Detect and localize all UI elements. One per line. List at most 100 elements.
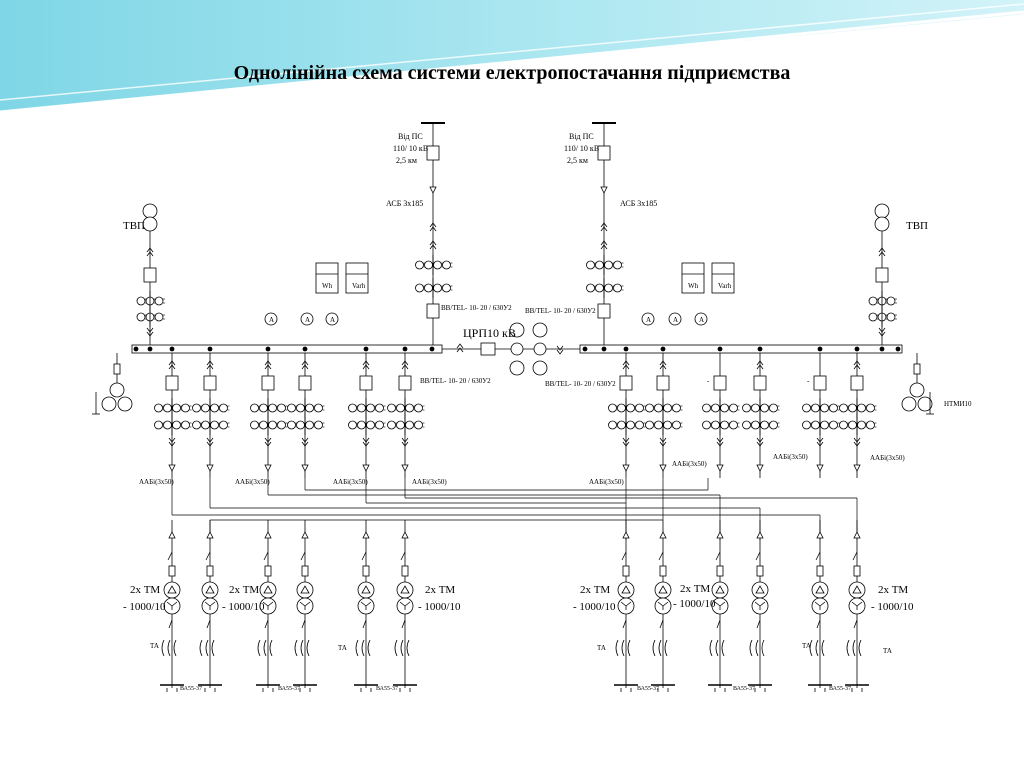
ta-label: ТА [338,644,347,652]
substation-branch [354,520,378,692]
outgoing-feeder [839,353,877,478]
ammeter: A [264,312,278,326]
substation-branch [160,520,184,692]
va-label: ВА55-37 [278,686,300,692]
ntmi-label: НТМИ10 [944,400,972,408]
tvp-transformer: ТВП [123,203,165,345]
cable-label: ААБі(3х50) [412,478,447,486]
ammeter: A [325,312,339,326]
tm-line2: - 1000/10 [871,601,914,613]
slide-title: Однолінійна схема системи електропостача… [233,62,791,84]
tm-line1: 2х ТМ [580,584,610,596]
ta-label: ТА [150,642,159,650]
cable-label: ААБі(3х50) [139,478,174,486]
ammeter: A [300,312,314,326]
crp-label: ЦРП10 кВ [463,326,516,340]
voltage-transformer [92,353,133,415]
tm-label: 2х ТМ - 1000/10 [123,584,166,613]
ta-label: ТА [802,642,811,650]
feeder-label2: 110/ 10 кВ [564,144,599,153]
va-label: ВА55-37 [637,686,659,692]
tm-line1: 2х ТМ [878,584,908,596]
tm-label: 2х ТМ - 1000/10 [573,584,616,613]
outgoing-feeder [645,353,683,478]
outgoing-feeder [154,353,192,478]
feeder-cable: АСБ 3х185 [620,199,657,208]
cable-label: ААБі(3х50) [773,453,808,461]
va-label: ВА55-37 [829,686,851,692]
va-label: ВА55-37 [733,686,755,692]
substation-branch [393,520,417,692]
ammeter: A [641,312,655,326]
substation-branch [614,520,638,692]
substation-branch [845,520,869,692]
breaker-left-label: ВВ/TEL- 10- 20 / 630У2 [420,377,491,385]
va-label: ВА55-37 [376,686,398,692]
incoming-feeder: Від ПС 110/ 10 кВ 2,5 км АСБ 3х185 [564,122,657,345]
ammeter-label: A [699,316,704,324]
feeder-label1: Від ПС [569,132,594,141]
cable-label: ААБі(3х50) [333,478,368,486]
ammeter-label: A [330,316,335,324]
ammeter: A [694,312,708,326]
outgoing-feeder [608,353,646,478]
feeder-label2: 110/ 10 кВ [393,144,428,153]
cable-label: ААБі(3х50) [870,454,905,462]
tm-line2: - 1000/10 [573,601,616,613]
outgoing-feeder [250,353,288,478]
tm-line2: - 1000/10 [222,601,265,613]
cable-label: ААБі(3х50) [672,460,707,468]
tm-line1: 2х ТМ [680,583,710,595]
tvp-transformer: ТВП [868,203,928,345]
tm-line1: 2х ТМ [229,584,259,596]
meter-label: Wh [688,282,699,290]
tm-label: 2х ТМ - 1000/10 [871,584,914,613]
outgoing-feeder: - [802,353,840,478]
meter: Wh [315,262,339,294]
dash: - [807,377,810,385]
outgoing-feeder [348,353,386,478]
tvp-label: ТВП [123,220,145,232]
tvp-label: ТВП [906,220,928,232]
outgoing-feeder [742,353,780,478]
cable-label: ААБі(3х50) [589,478,624,486]
ammeter-label: A [646,316,651,324]
tm-line2: - 1000/10 [673,598,716,610]
slide-header-decoration [0,0,1024,114]
tm-line1: 2х ТМ [130,584,160,596]
ammeter-label: A [305,316,310,324]
crp-section: ЦРП10 кВ [442,322,580,376]
cable-label: ААБі(3х50) [235,478,270,486]
voltage-transformer: НТМИ10 [901,353,972,415]
meter-label: Varh [718,282,732,290]
ta-label: ТА [883,647,892,655]
substation-branch [748,520,772,692]
breaker-right-label: ВВ/TEL- 10- 20 / 630У2 [545,380,616,388]
meter-label: Wh [322,282,333,290]
meter: Varh [711,262,735,294]
tm-line2: - 1000/10 [418,601,461,613]
outgoing-feeder [387,353,425,478]
substation-branch [708,520,732,692]
dash: - [707,377,710,385]
tm-label: 2х ТМ - 1000/10 [222,584,265,613]
ta-label: ТА [597,644,606,652]
feeder-label1: Від ПС [398,132,423,141]
substation-branch [808,520,832,692]
substation-branch [293,520,317,692]
ammeter-label: A [673,316,678,324]
ammeter: A [668,312,682,326]
breaker-mid-label: ВВ/TEL- 10- 20 / 630У2 [525,307,596,315]
substation-branch [651,520,675,692]
tm-line1: 2х ТМ [425,584,455,596]
meter: Varh [345,262,369,294]
tm-line2: - 1000/10 [123,601,166,613]
feeder-label3: 2,5 км [567,156,588,165]
tm-label: 2х ТМ - 1000/10 [418,584,461,613]
outgoing-feeder [287,353,325,478]
meter: Wh [681,262,705,294]
feeder-label3: 2,5 км [396,156,417,165]
